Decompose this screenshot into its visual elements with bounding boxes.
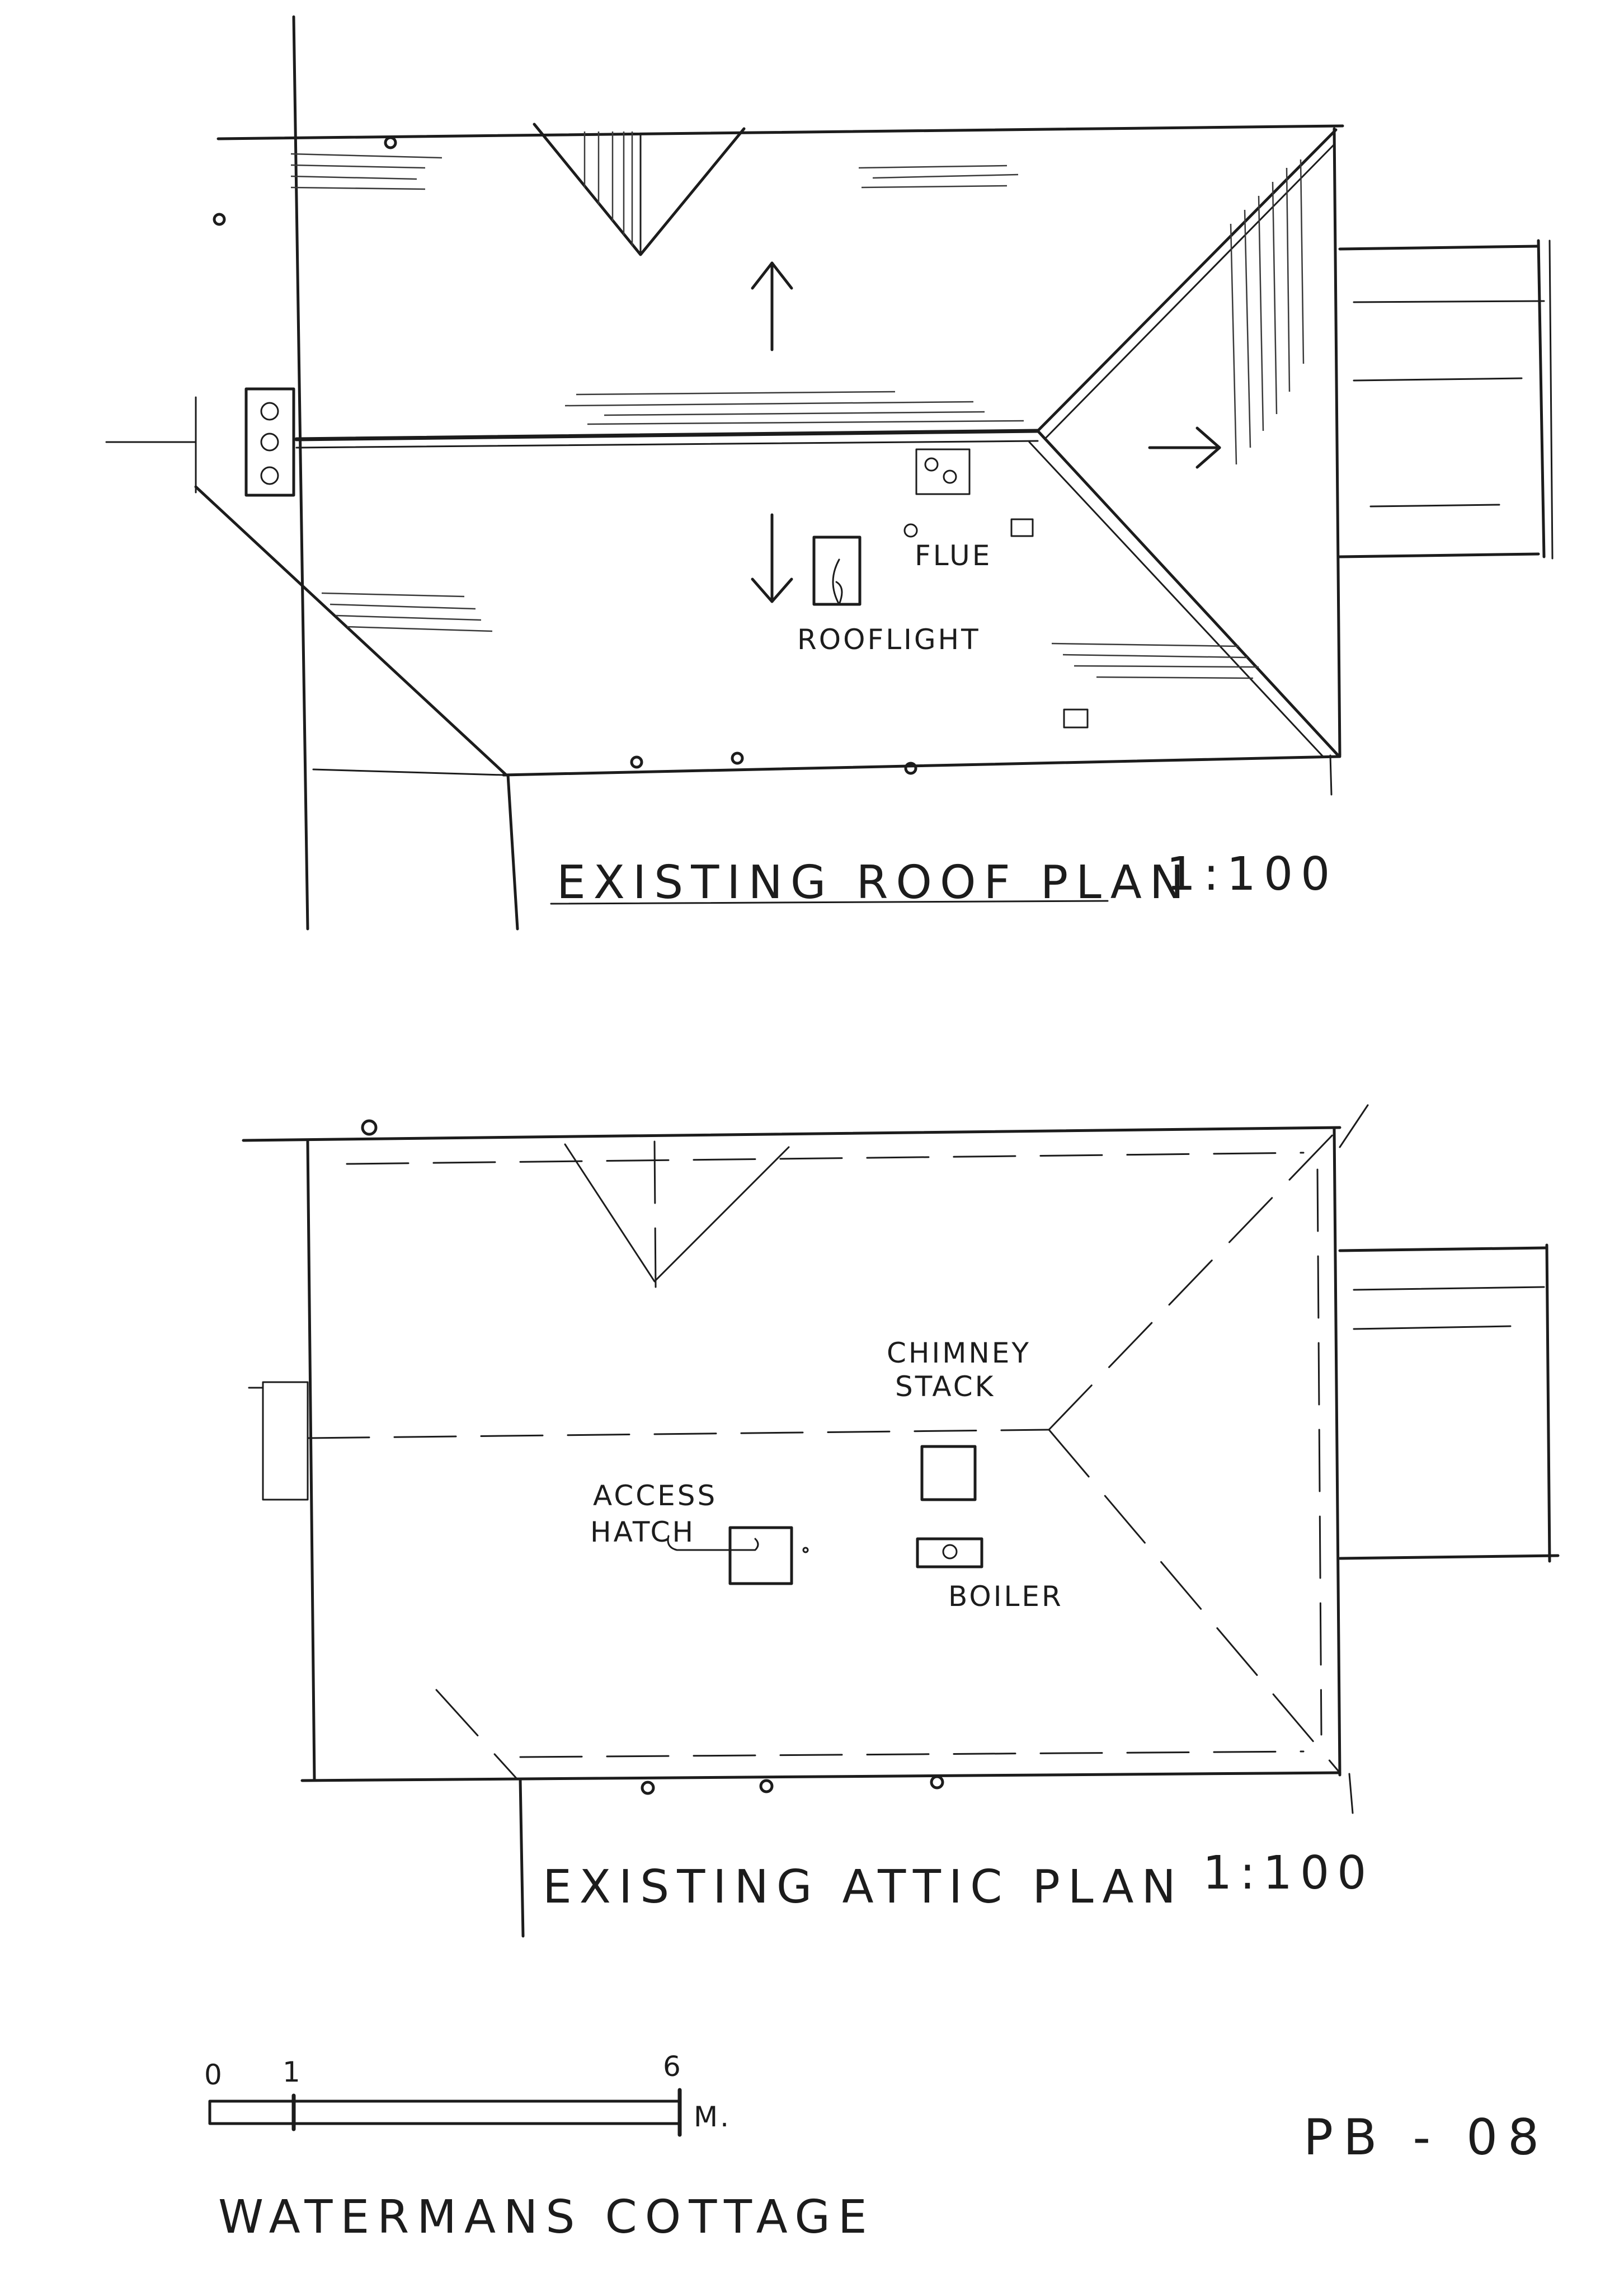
attic-dormer-valley [564,1143,790,1283]
roof-vent-pot-1 [260,402,279,421]
roof-hatching [290,131,1305,679]
roof-right-hip-edge [1333,127,1341,757]
attic-chimney-label-line1: CHIMNEY [887,1337,1031,1369]
roof-flue-dot [903,523,918,538]
attic-bottom-line [300,1771,1341,1782]
roof-vent-pot-3 [260,466,279,485]
attic-eaves-bottom-dashed [519,1750,1305,1758]
roof-arrow-down [751,513,793,603]
roof-chimney-pot-1 [924,457,939,472]
roof-gutter-point-4 [904,762,917,775]
scale-bar-label-0: 0 [204,2059,224,2091]
attic-right-extension [1338,1243,1560,1563]
roof-arrow-up [751,261,793,351]
scale-bar-segment-1-6 [292,2100,681,2125]
roof-vent-box-2 [1063,708,1089,729]
attic-gutter-point-1 [361,1119,378,1136]
roof-rooflight-handle [832,558,843,605]
attic-chimney-stack [920,1445,977,1501]
attic-eaves-right-dashed [1316,1168,1322,1736]
roof-vent-pot-2 [260,433,279,452]
scale-bar-segment-0-1 [208,2100,295,2125]
roof-hip-lower-left [194,485,508,777]
roof-plan: FLUE ROOFLIGHT EXISTING ROOF PLAN 1:100 [105,15,1554,931]
roof-right-boundary-line [1329,754,1333,796]
attic-boiler [916,1537,983,1568]
roof-chimney-stack [915,448,971,495]
roof-gutter-point-1 [384,136,397,149]
roof-gutter-point-5 [213,213,226,226]
roof-vent-box-1 [1010,518,1034,537]
roof-chimney-pot-2 [943,469,957,484]
attic-hip-upper-dashed [1048,1129,1338,1431]
attic-gutter-point-4 [930,1775,944,1790]
roof-left-vent-stack [244,387,295,497]
roof-top-eaves-line [216,124,1344,140]
roof-hip-upper-right [1036,128,1338,433]
roof-hip-lower-right-inner [1028,441,1324,758]
attic-plan-scale: 1:100 [1203,1847,1374,1900]
attic-hip-lower-left-dashed [435,1689,519,1781]
roof-bottom-eaves-line [502,755,1341,777]
roof-ridge-line-lower [295,440,1039,449]
attic-access-label-line2: HATCH [590,1516,695,1548]
roof-left-wall-line [292,15,309,931]
scale-bar-label-6: 6 [663,2050,683,2083]
attic-lower-wall [519,1778,525,1938]
roof-dormer-valley [533,123,746,256]
roof-plan-title-underline [550,900,1109,905]
roof-plan-scale: 1:100 [1166,848,1338,901]
attic-plan-title: EXISTING ATTIC PLAN [543,1861,1184,1914]
roof-lower-wall-line [506,773,519,931]
attic-ridge-dashed [307,1429,1050,1439]
roof-gutter-point-3 [731,752,744,765]
attic-dormer-centre [653,1140,657,1288]
roof-bottom-boundary-left [312,768,505,776]
attic-top-line [242,1126,1341,1142]
project-title: WATERMANS COTTAGE [218,2191,875,2244]
scale-bar-label-1: 1 [283,2056,303,2088]
attic-plan: CHIMNEY STACK ACCESS HATCH BOILER EXISTI… [242,1104,1560,1938]
scale-bar-unit: M. [694,2101,731,2133]
roof-flue-label: FLUE [915,539,992,572]
roof-rooflight-window [812,536,862,606]
attic-right-boundary [1348,1773,1354,1814]
attic-eaves-top-dashed [346,1152,1305,1165]
attic-boiler-dot [942,1544,958,1560]
roof-gutter-point-2 [630,755,643,769]
attic-access-hatch [728,1526,793,1585]
attic-access-label-line1: ACCESS [593,1480,717,1512]
attic-chimney-label-line2: STACK [895,1370,995,1403]
roof-right-extension [1338,239,1554,560]
attic-hip-lower-dashed [1048,1429,1341,1774]
roof-ridge-line [294,429,1040,442]
attic-gutter-point-3 [759,1779,774,1793]
attic-access-hatch-leader [667,1535,759,1551]
scale-bar: 0 1 6 M. [204,2050,731,2137]
attic-boiler-label: BOILER [948,1580,1063,1613]
attic-corner-diagonal [1339,1104,1369,1148]
attic-hatch-mark [802,1547,809,1553]
attic-left-vent [262,1381,309,1501]
attic-gutter-point-2 [641,1781,655,1795]
roof-rooflight-label: ROOFLIGHT [797,623,981,656]
roof-hip-upper-right-inner [1045,143,1335,439]
roof-hip-lower-right [1036,429,1340,757]
sheet-number: PB - 08 [1303,2108,1549,2166]
attic-left-wall [306,1140,316,1781]
attic-right-wall [1333,1128,1341,1777]
roof-arrow-right [1148,426,1221,469]
